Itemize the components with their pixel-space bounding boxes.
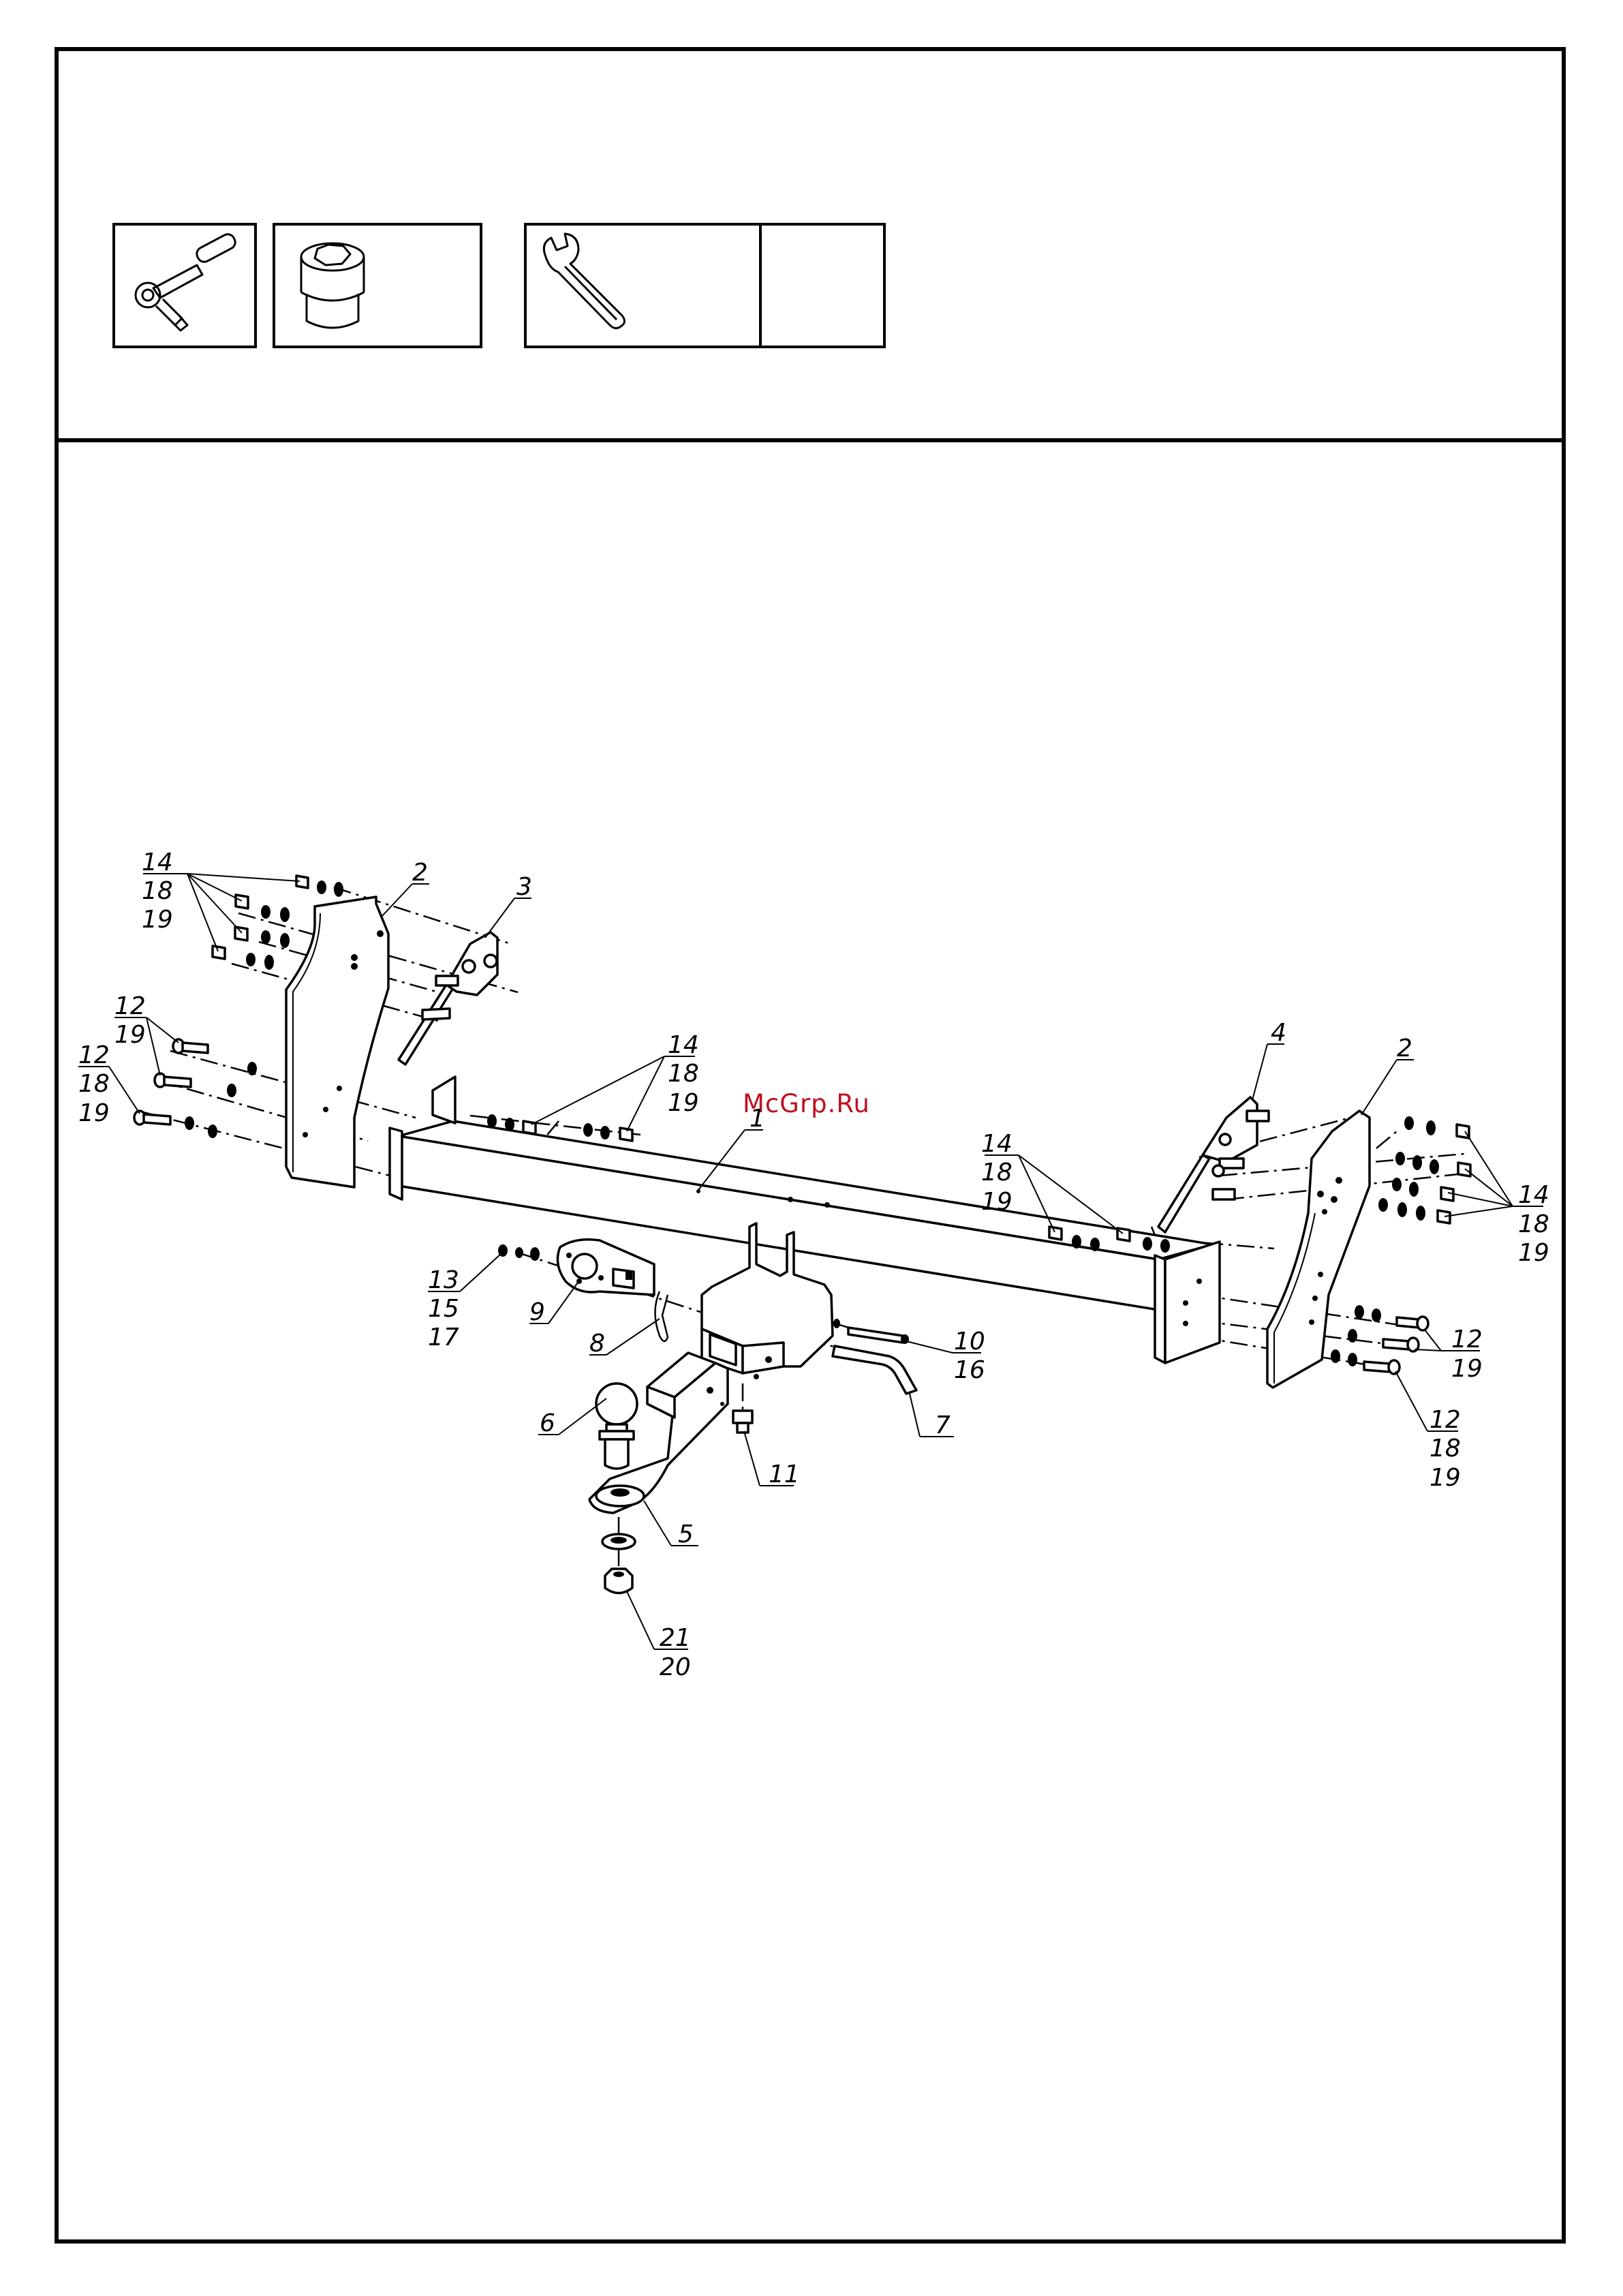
left-bracket bbox=[399, 932, 497, 1065]
callout-7: 7 bbox=[935, 1411, 950, 1439]
callout-14-beam-left: 14 bbox=[668, 1031, 699, 1059]
callout-19-right-lower: 19 bbox=[1429, 1464, 1461, 1492]
callout-19-right: 19 bbox=[1518, 1239, 1549, 1267]
callout-2-left: 2 bbox=[412, 859, 428, 887]
callout-2-right: 2 bbox=[1397, 1035, 1412, 1062]
callout-18-right: 18 bbox=[1518, 1210, 1549, 1238]
callout-12-upper-left: 12 bbox=[114, 992, 146, 1020]
callout-18-right-lower: 18 bbox=[1429, 1435, 1461, 1463]
callout-10: 10 bbox=[954, 1328, 985, 1356]
callout-19-lower-left: 19 bbox=[78, 1099, 110, 1127]
callout-19-upper-left: 19 bbox=[114, 1021, 146, 1049]
callout-19-beam-left: 19 bbox=[668, 1089, 699, 1117]
callout-14-right: 14 bbox=[1518, 1181, 1549, 1209]
receiver-bolt bbox=[733, 1411, 752, 1433]
left-side-plate bbox=[286, 897, 388, 1187]
callout-18-beam-right: 18 bbox=[981, 1159, 1013, 1187]
callout-19-beam-right: 19 bbox=[981, 1188, 1013, 1216]
callout-9: 9 bbox=[529, 1298, 545, 1326]
callout-12-right-lower: 12 bbox=[1429, 1406, 1461, 1434]
callout-11: 11 bbox=[769, 1460, 800, 1488]
callout-4: 4 bbox=[1271, 1019, 1286, 1047]
callout-5: 5 bbox=[678, 1520, 694, 1548]
callout-18-beam-left: 18 bbox=[668, 1060, 699, 1088]
callout-18-top-left: 18 bbox=[142, 877, 173, 905]
callout-20: 20 bbox=[660, 1653, 691, 1681]
callout-19-right-g: 19 bbox=[1451, 1355, 1483, 1383]
callout-6: 6 bbox=[540, 1409, 555, 1437]
socket-fasteners bbox=[498, 1244, 540, 1261]
callout-15: 15 bbox=[428, 1295, 459, 1323]
callout-1: 1 bbox=[749, 1105, 765, 1133]
callout-21: 21 bbox=[660, 1624, 691, 1652]
callout-3: 3 bbox=[516, 873, 532, 901]
callout-16: 16 bbox=[954, 1356, 985, 1384]
tow-ball bbox=[596, 1383, 637, 1469]
right-fasteners-upper bbox=[1378, 1116, 1470, 1223]
callout-18-lower-left: 18 bbox=[78, 1070, 110, 1098]
right-bracket bbox=[1158, 1097, 1269, 1232]
callout-14-top-left: 14 bbox=[142, 848, 173, 876]
callout-12-right: 12 bbox=[1451, 1326, 1483, 1353]
hitch-pins bbox=[833, 1319, 916, 1394]
electrical-socket-plate bbox=[557, 1240, 654, 1295]
callout-12-lower-left: 12 bbox=[78, 1041, 110, 1069]
right-side-plate bbox=[1267, 1111, 1370, 1388]
callout-13: 13 bbox=[428, 1266, 459, 1294]
right-fasteners-lower bbox=[1331, 1305, 1428, 1374]
callout-14-beam-right: 14 bbox=[981, 1130, 1013, 1158]
callout-8: 8 bbox=[589, 1330, 605, 1358]
left-fasteners-lower bbox=[134, 1039, 257, 1138]
callout-17: 17 bbox=[428, 1323, 459, 1351]
callout-19-top-left: 19 bbox=[142, 906, 173, 934]
